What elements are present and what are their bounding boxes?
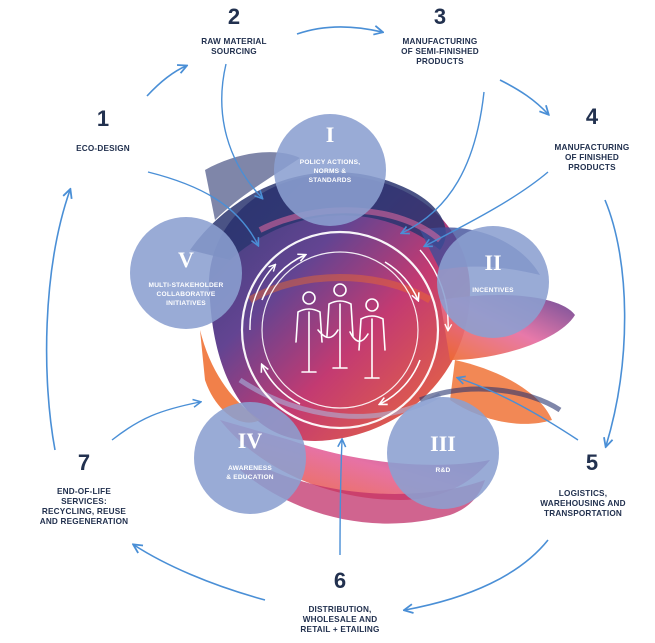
pillar-ii-numeral: II — [484, 250, 501, 275]
pillar-iv-awareness: IV AWARENESS & EDUCATION — [194, 402, 306, 514]
step-4-line-3: PRODUCTS — [568, 163, 616, 172]
arrow-4-to-5 — [605, 200, 625, 446]
step-7-line-3: RECYCLING, REUSE — [42, 507, 127, 516]
step-7-line-4: AND REGENERATION — [40, 517, 129, 526]
pillar-i-line-2: NORMS & — [314, 168, 347, 175]
pillar-ii-incentives: II INCENTIVES — [437, 226, 549, 338]
step-6-number: 6 — [334, 568, 346, 593]
step-4-line-1: MANUFACTURING — [555, 143, 630, 152]
step-7-line-2: SERVICES: — [61, 497, 107, 506]
step-3-line-1: MANUFACTURING — [403, 37, 478, 46]
pillar-ii-line-1: INCENTIVES — [472, 287, 514, 294]
step-5-number: 5 — [586, 450, 598, 475]
step-2-line-2: SOURCING — [211, 47, 257, 56]
step-6-line-2: WHOLESALE AND — [303, 615, 378, 624]
pillar-v-line-1: MULTI-STAKEHOLDER — [149, 282, 224, 289]
step-4-number: 4 — [586, 104, 599, 129]
pillar-iii-line-1: R&D — [436, 467, 451, 474]
arrow-5-to-6 — [405, 540, 548, 610]
pillar-i-numeral: I — [326, 122, 335, 147]
step-2-raw-material: 2 RAW MATERIAL SOURCING — [201, 4, 266, 56]
step-2-line-1: RAW MATERIAL — [201, 37, 266, 46]
pillar-iv-numeral: IV — [238, 428, 263, 453]
step-4-finished: 4 MANUFACTURING OF FINISHED PRODUCTS — [555, 104, 630, 172]
pillar-v-line-2: COLLABORATIVE — [157, 291, 216, 298]
pillar-i-line-1: POLICY ACTIONS, — [300, 159, 361, 166]
pillar-iii-numeral: III — [430, 431, 456, 456]
step-3-semi-finished: 3 MANUFACTURING OF SEMI-FINISHED PRODUCT… — [401, 4, 479, 66]
step-2-number: 2 — [228, 4, 240, 29]
pillar-iii-rnd: III R&D — [387, 397, 499, 509]
arrow-7-to-1 — [47, 190, 70, 450]
step-6-line-1: DISTRIBUTION, — [308, 605, 371, 614]
step-5-line-1: LOGISTICS, — [559, 489, 607, 498]
pillar-v-numeral: V — [178, 247, 194, 272]
step-3-number: 3 — [434, 4, 446, 29]
step-1-eco-design: 1 ECO-DESIGN — [76, 106, 130, 153]
pillar-v-multistakeholder: V MULTI-STAKEHOLDER COLLABORATIVE INITIA… — [130, 217, 242, 329]
step-5-logistics: 5 LOGISTICS, WAREHOUSING AND TRANSPORTAT… — [540, 450, 625, 518]
arrow-2-to-3 — [297, 27, 382, 34]
arrow-1-to-2 — [147, 66, 186, 96]
step-4-line-2: OF FINISHED — [565, 153, 619, 162]
step-7-number: 7 — [78, 450, 90, 475]
step-3-line-2: OF SEMI-FINISHED — [401, 47, 479, 56]
pillar-iv-line-2: & EDUCATION — [226, 474, 274, 481]
step-5-line-2: WAREHOUSING AND — [540, 499, 625, 508]
step-7-line-1: END-OF-LIFE — [57, 487, 111, 496]
pillar-i-policy: I POLICY ACTIONS, NORMS & STANDARDS — [274, 114, 386, 226]
step-5-line-3: TRANSPORTATION — [544, 509, 622, 518]
step-3-line-3: PRODUCTS — [416, 57, 464, 66]
pillar-i-line-3: STANDARDS — [309, 177, 352, 184]
pillar-v-line-3: INITIATIVES — [166, 300, 206, 307]
step-6-line-3: RETAIL + ETAILING — [300, 625, 379, 634]
step-7-end-of-life: 7 END-OF-LIFE SERVICES: RECYCLING, REUSE… — [40, 450, 129, 526]
pillar-iv-line-1: AWARENESS — [228, 465, 272, 472]
arrow-6-to-7 — [134, 545, 265, 600]
step-6-distribution: 6 DISTRIBUTION, WHOLESALE AND RETAIL + E… — [300, 568, 379, 634]
arrow-3-to-4 — [500, 80, 548, 114]
step-1-number: 1 — [97, 106, 109, 131]
step-1-line-1: ECO-DESIGN — [76, 144, 130, 153]
